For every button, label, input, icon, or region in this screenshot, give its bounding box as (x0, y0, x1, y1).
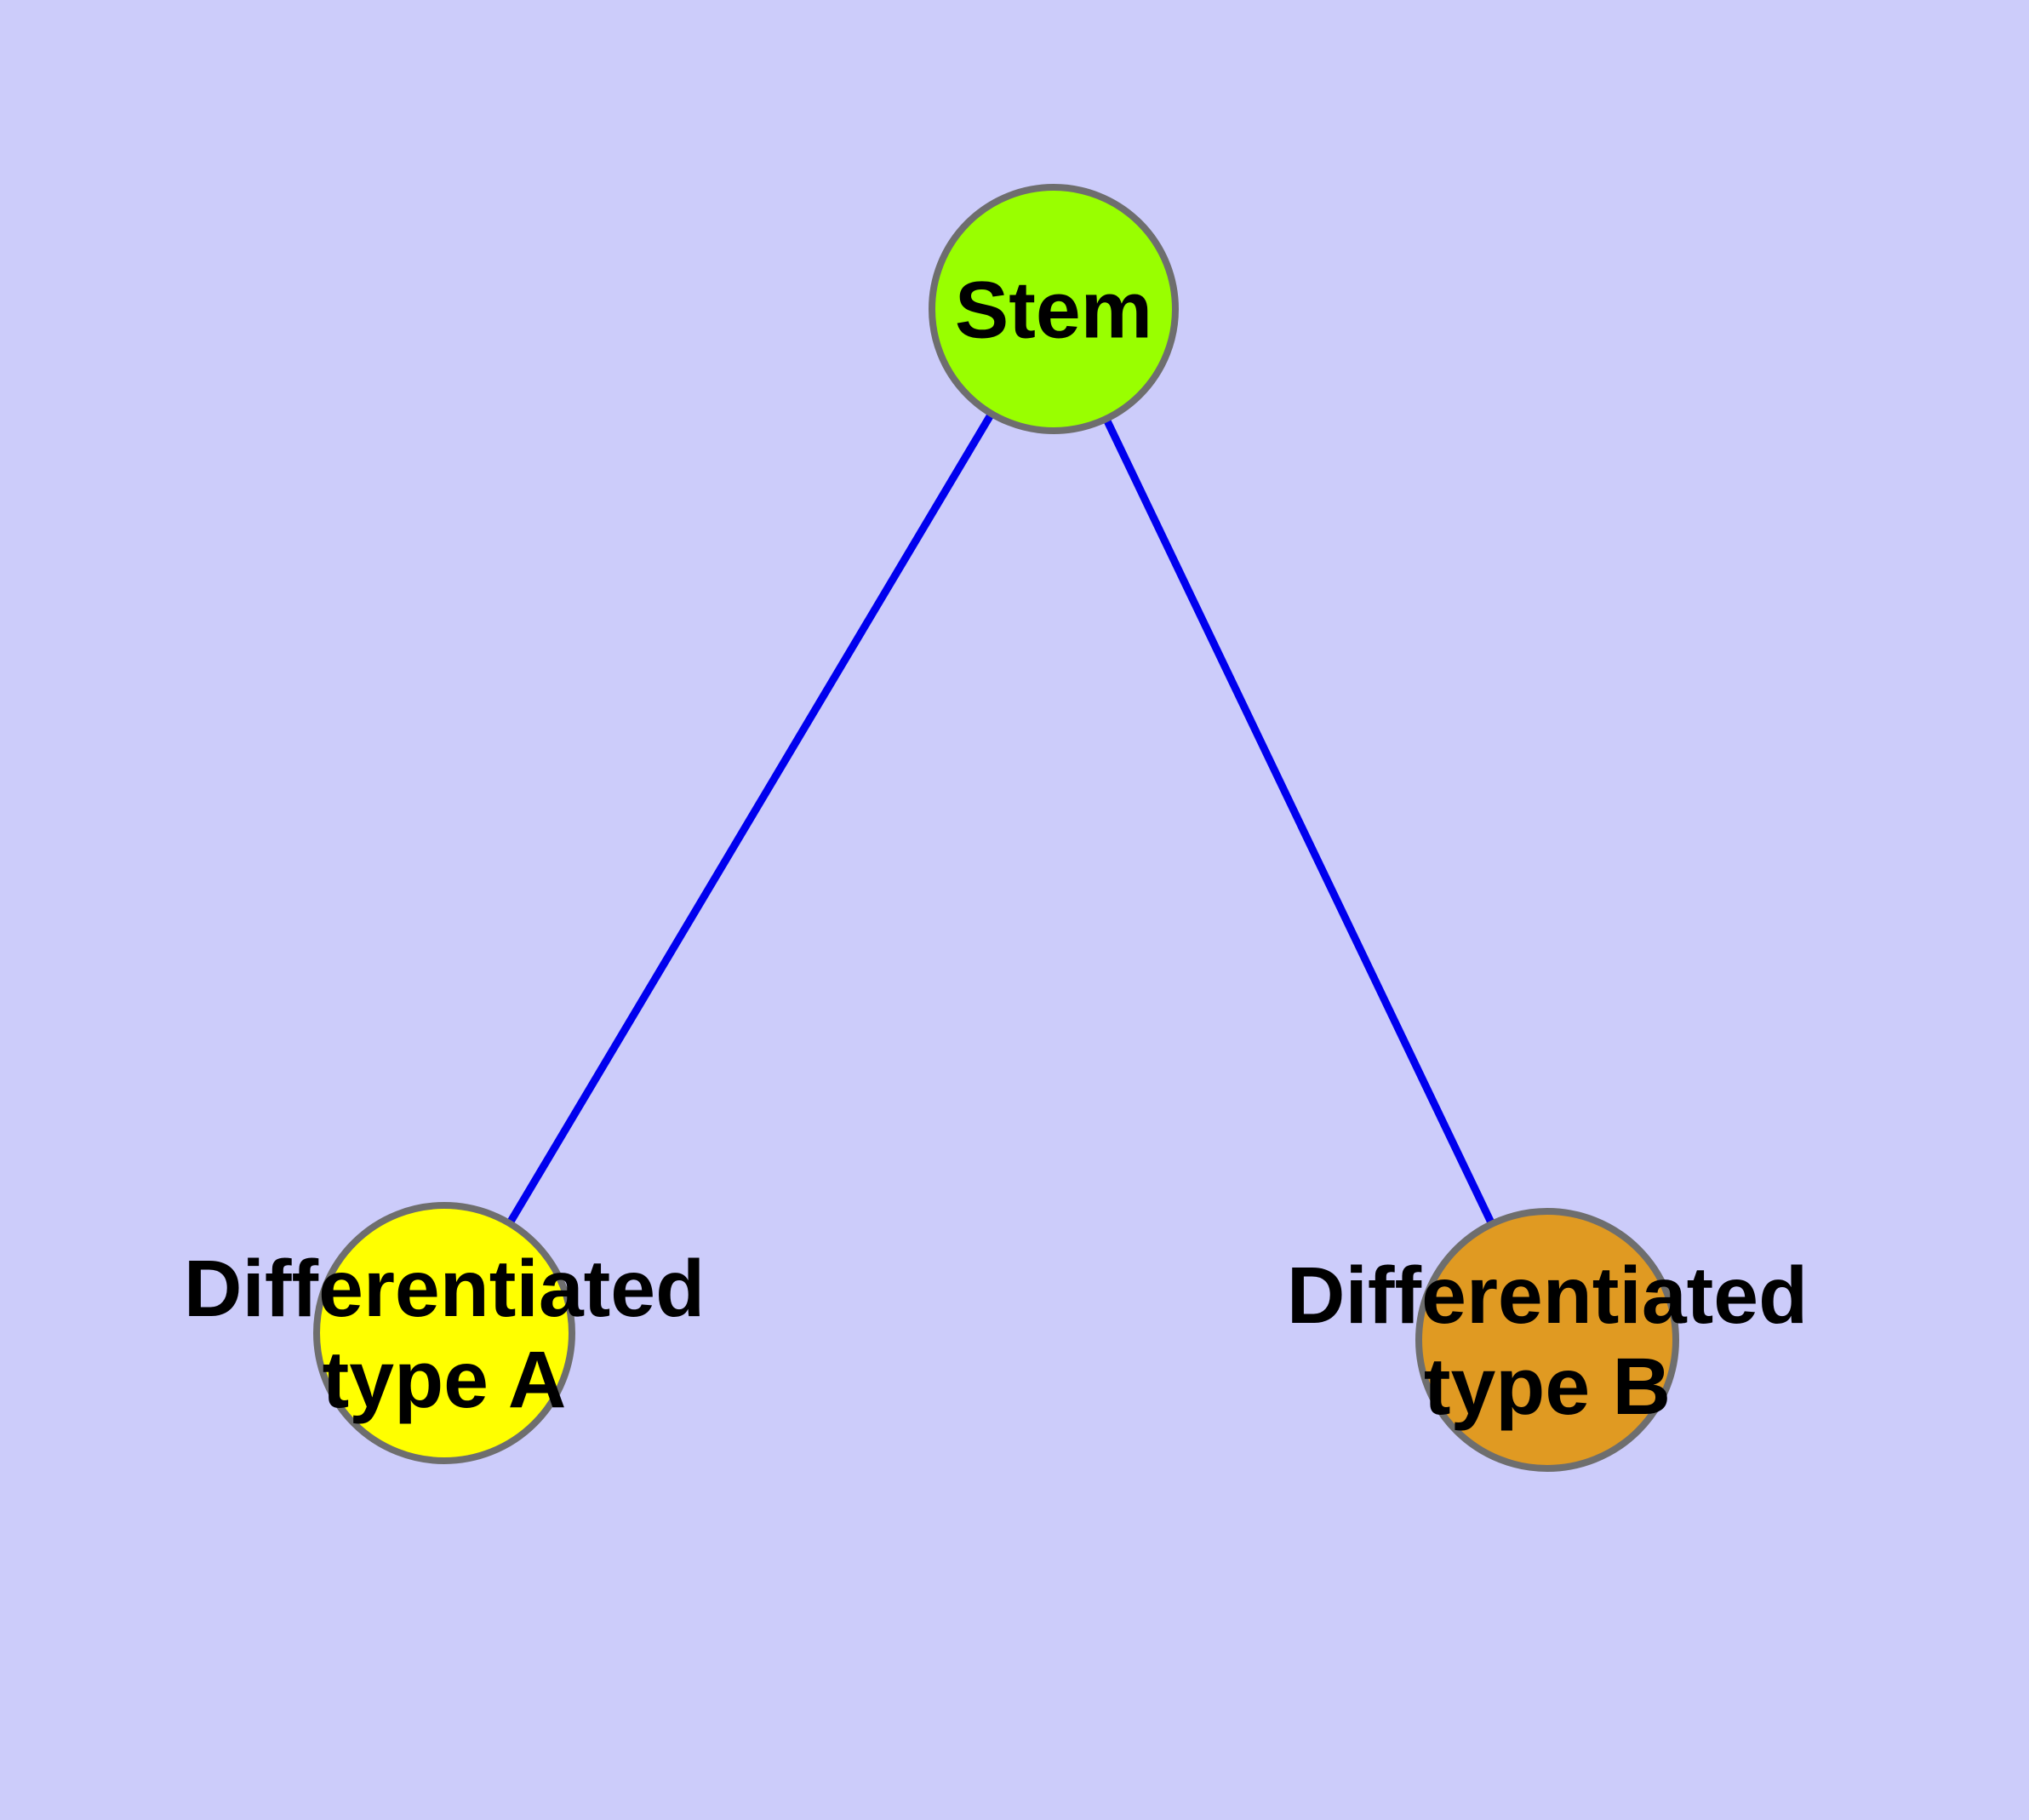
edges-layer (441, 306, 1552, 1342)
node-circle-stem[interactable] (929, 184, 1179, 434)
node-label-line: Stem (955, 266, 1152, 356)
nodes-layer (313, 184, 1679, 1472)
node-label-line: type B (1424, 1342, 1671, 1432)
node-label-line: Differentiated (184, 1244, 705, 1334)
node-label-stem: Stem (955, 266, 1152, 356)
edge-stem-diff-b[interactable] (1049, 307, 1552, 1342)
edge-stem-diff-a[interactable] (441, 306, 1057, 1336)
node-circle-diff_a[interactable] (313, 1202, 575, 1464)
node-label-line: Differentiated (1287, 1251, 1808, 1341)
node-circle-diff_b[interactable] (1415, 1208, 1679, 1472)
node-label-line: type A (323, 1335, 567, 1425)
